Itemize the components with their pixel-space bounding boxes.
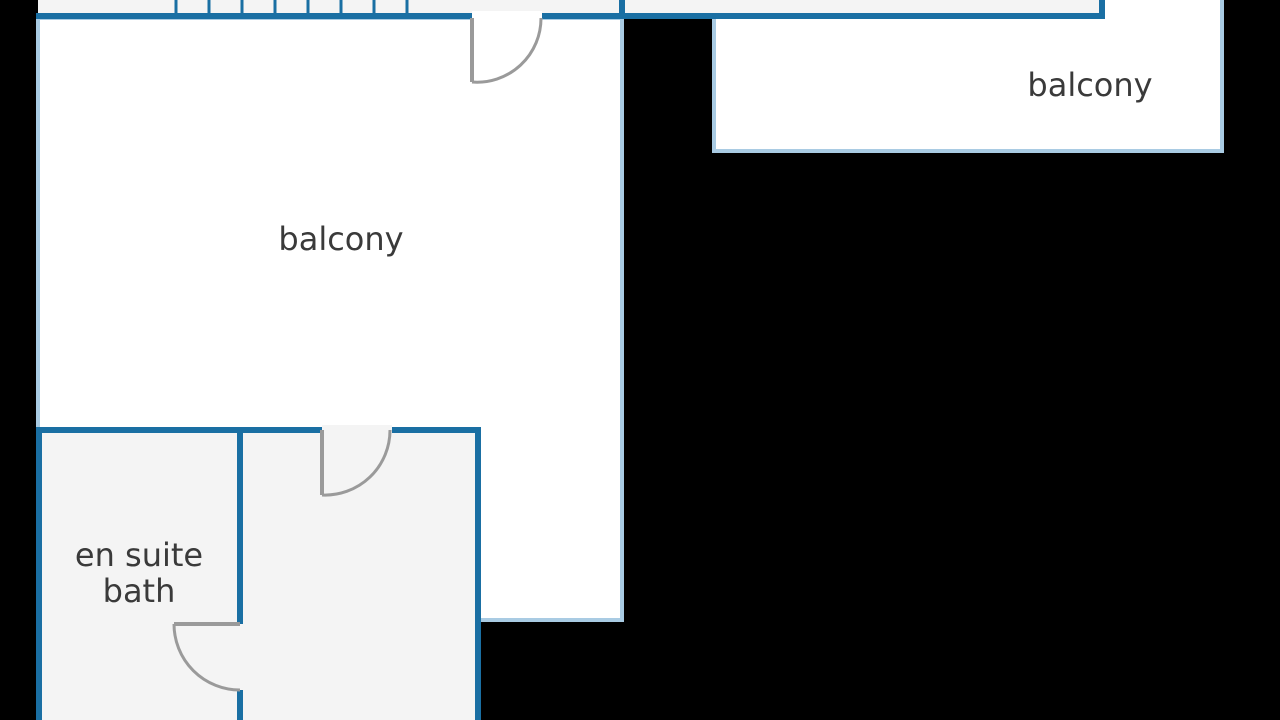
door-opening-bath xyxy=(235,624,245,690)
balcony-top-right-area xyxy=(712,0,1224,153)
door-bottom[interactable] xyxy=(320,429,392,497)
en-suite-bath: en suite bath xyxy=(40,430,240,720)
balcony-top-right: balcony xyxy=(712,0,1224,153)
en-suite-bath-label-line1: en suite xyxy=(75,536,203,574)
door-opening-top xyxy=(472,11,542,20)
balcony-main-label: balcony xyxy=(278,220,403,258)
window-ticks xyxy=(174,0,409,14)
door-bath-swing xyxy=(172,623,241,692)
door-bottom-swing xyxy=(321,429,392,497)
bottom-room-area xyxy=(240,430,478,720)
door-top-swing xyxy=(471,17,543,84)
door-bath[interactable] xyxy=(172,622,241,692)
balcony-top-right-label: balcony xyxy=(1027,66,1152,104)
top-wall xyxy=(36,0,1105,20)
door-opening-bottom xyxy=(322,425,392,435)
bottom-room xyxy=(240,430,478,720)
top-room-strip xyxy=(38,0,1102,16)
en-suite-bath-label-line2: bath xyxy=(103,572,176,610)
en-suite-bath-area xyxy=(40,430,240,720)
door-top[interactable] xyxy=(470,17,543,84)
